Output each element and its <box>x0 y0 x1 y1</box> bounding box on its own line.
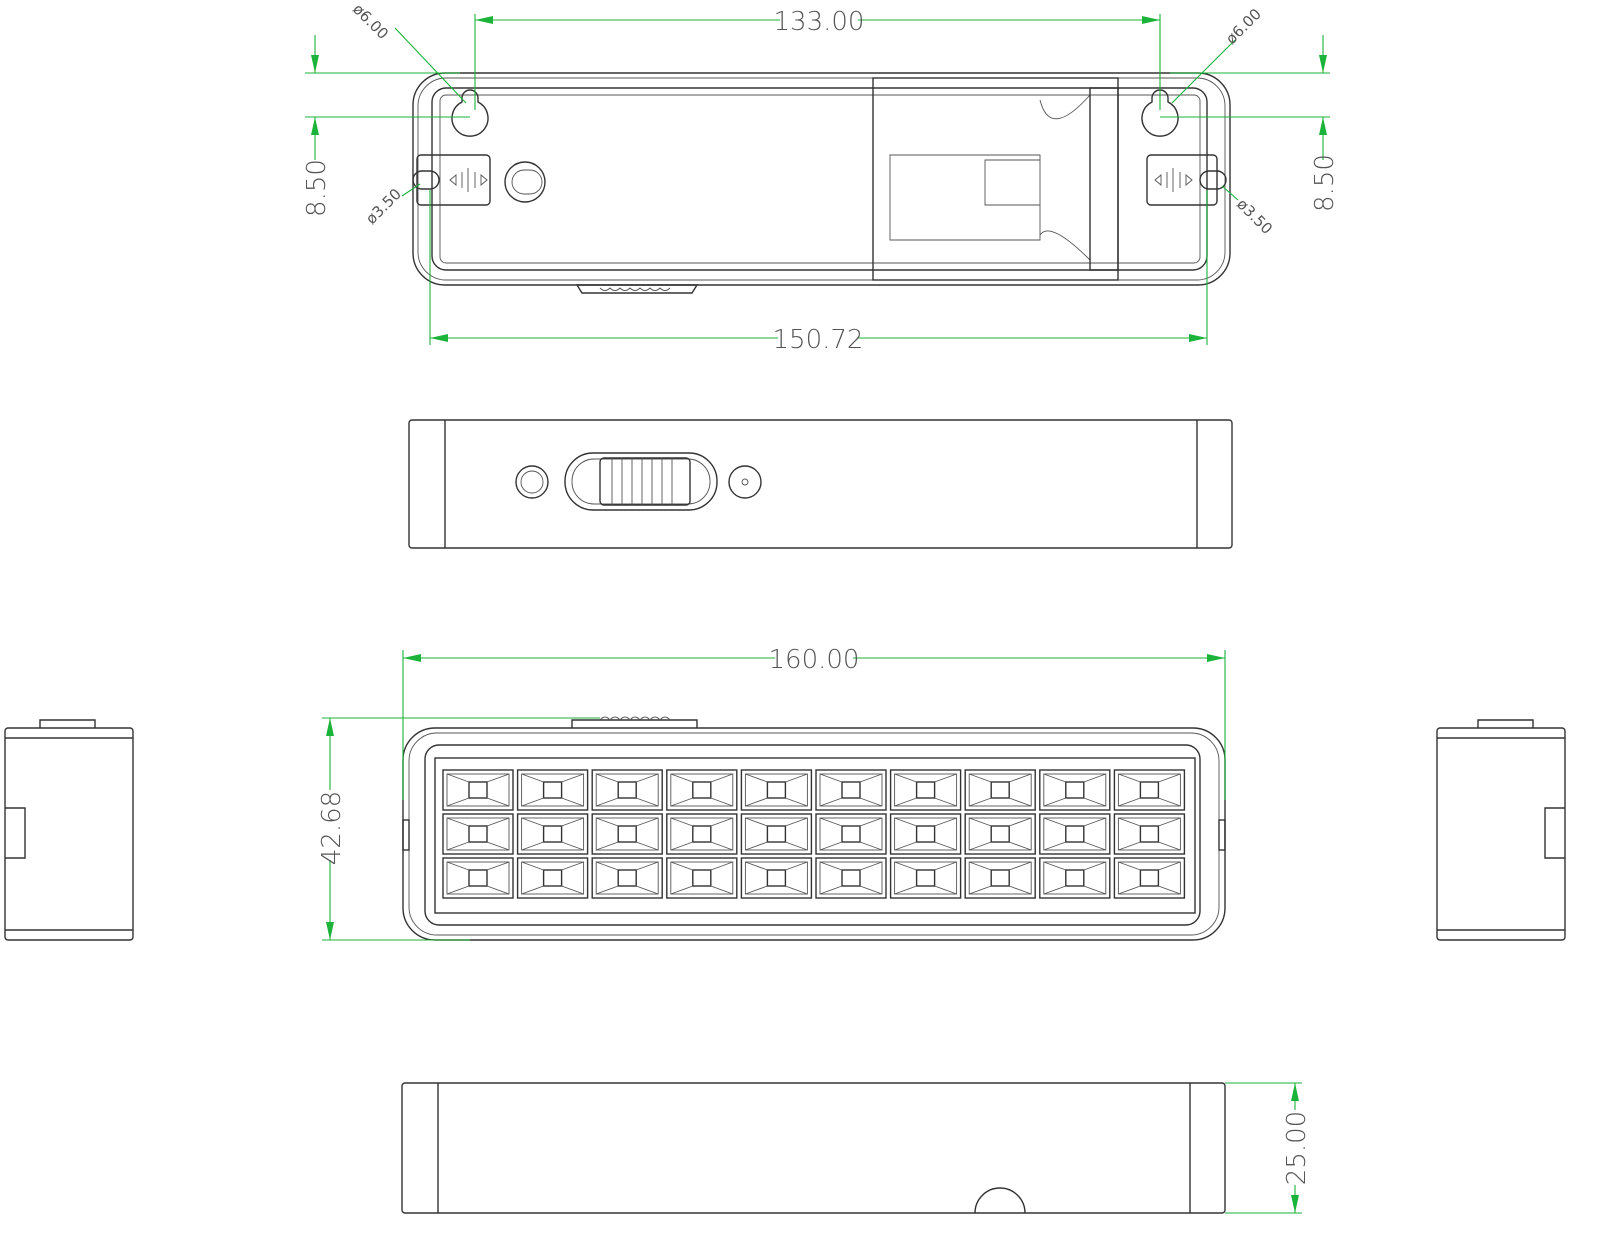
keyhole-right <box>1141 89 1179 137</box>
led-cell <box>964 813 1036 855</box>
dim-slot-dia-left: ø3.50 <box>362 185 405 228</box>
slot-right <box>1199 170 1227 190</box>
bottom-edge-view <box>401 1082 1226 1214</box>
led-cell <box>442 857 514 899</box>
dim-slot-dia-right: ø3.50 <box>1233 195 1276 238</box>
led-cell <box>516 857 589 899</box>
dim-depth: 25.00 <box>1282 1111 1312 1185</box>
led-cell <box>666 769 738 811</box>
led-cell <box>815 857 887 899</box>
led-cell <box>889 769 962 811</box>
led-cell <box>591 769 663 811</box>
front-view <box>402 716 1226 941</box>
slot-left <box>412 170 440 190</box>
led-cell <box>1113 813 1186 855</box>
led-cell <box>1039 813 1111 855</box>
dim-offset-right: 8.50 <box>1310 154 1340 212</box>
dim-hole-spacing: 133.00 <box>774 7 865 37</box>
depth-dimension: 25.00 <box>1225 1082 1312 1214</box>
led-cell <box>666 813 738 855</box>
led-grid <box>442 769 1186 899</box>
right-side-view <box>1436 719 1566 941</box>
led-cell <box>591 813 663 855</box>
led-cell <box>740 857 813 899</box>
led-cell <box>516 769 589 811</box>
led-cell <box>815 769 887 811</box>
led-cell <box>740 813 813 855</box>
led-cell <box>666 857 738 899</box>
led-cell <box>442 813 514 855</box>
power-switch <box>564 452 718 511</box>
led-cell <box>815 813 887 855</box>
dim-overall-height: 42.68 <box>317 791 347 865</box>
keyhole-left <box>451 89 489 137</box>
led-cell <box>889 857 962 899</box>
led-cell <box>1039 769 1111 811</box>
left-side-view <box>4 719 134 941</box>
dim-overall-length: 160.00 <box>769 645 860 675</box>
dim-keyhole-dia-left: ø6.00 <box>349 0 392 43</box>
rear-dimensions: 133.00 8.50 8.50 ø6.00 ø6.00 ø3.50 ø3.50… <box>302 0 1340 355</box>
led-cell <box>740 769 813 811</box>
front-dimensions: 160.00 42.68 <box>317 645 1226 941</box>
dim-offset-left: 8.50 <box>302 159 332 217</box>
led-cell <box>516 813 589 855</box>
led-cell <box>964 857 1036 899</box>
led-cell <box>964 769 1036 811</box>
led-cell <box>1113 857 1186 899</box>
dim-keyhole-dia-right: ø6.00 <box>1222 5 1265 48</box>
dim-mount-width: 150.72 <box>773 325 864 355</box>
led-cell <box>1113 769 1186 811</box>
led-cell <box>1039 857 1111 899</box>
led-cell <box>591 857 663 899</box>
led-cell <box>442 769 514 811</box>
led-cell <box>889 813 962 855</box>
top-edge-view <box>408 419 1233 549</box>
rear-view <box>412 72 1231 294</box>
